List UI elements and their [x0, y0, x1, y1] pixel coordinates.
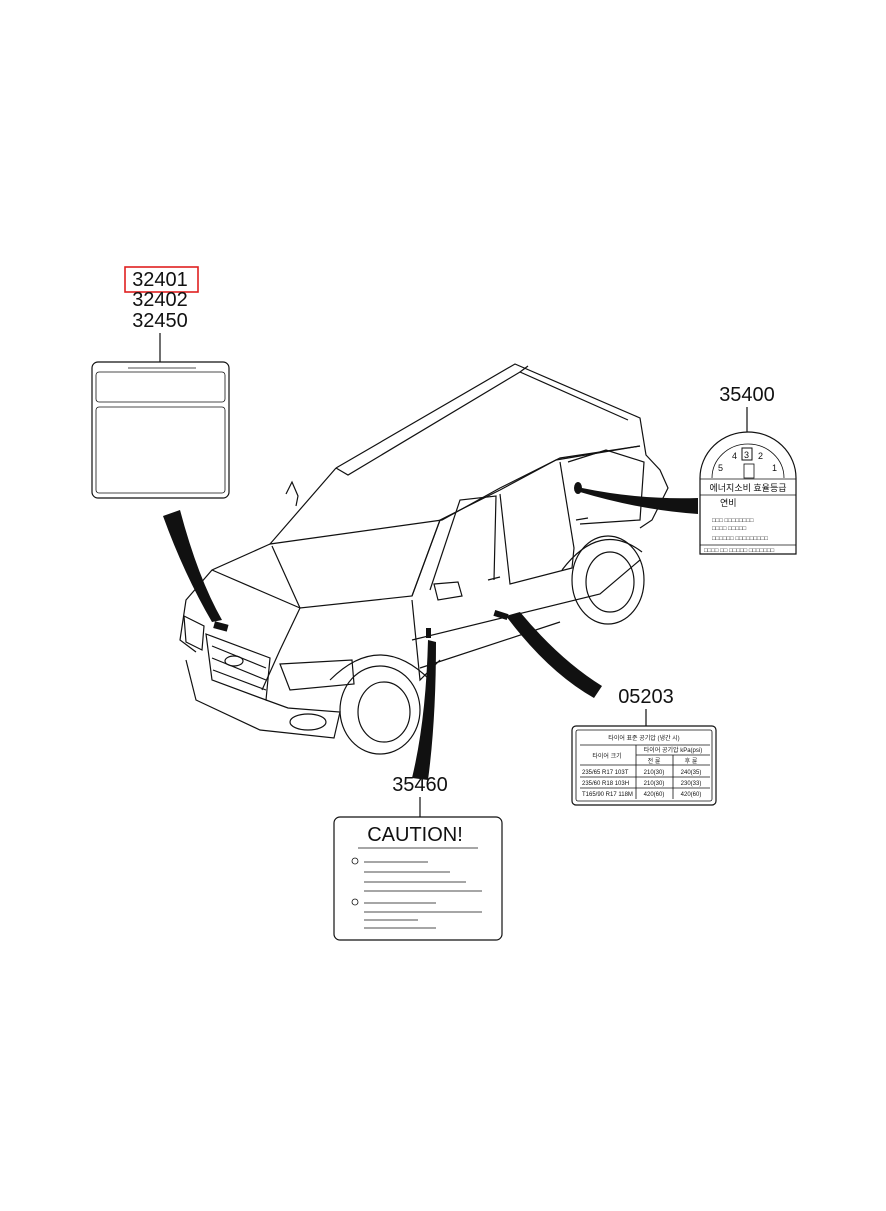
door-label-marker [493, 609, 509, 621]
tire-col-rear: 후 륜 [685, 757, 698, 765]
hood-label-marker [213, 621, 229, 632]
tire-col-front: 전 륜 [648, 757, 661, 765]
tire-label-title: 타이어 표준 공기압 (냉간 시) [608, 734, 679, 742]
tire-row-1-front: 210(30) [644, 770, 665, 776]
selected-part-highlight [124, 266, 199, 293]
part-number-32401[interactable]: 32401 [132, 269, 188, 291]
part-number-35400[interactable]: 35400 [719, 384, 775, 406]
pointer-tire-label [506, 612, 602, 698]
grade-5: 5 [718, 463, 723, 473]
emission-label[interactable] [91, 361, 230, 499]
svg-text:□□□ □□□□□□□□: □□□ □□□□□□□□ [712, 518, 754, 524]
tire-row-1-size: 235/65 R17 103T [582, 770, 629, 776]
pillar-label-marker [426, 628, 431, 638]
tire-row-1-rear: 240(35) [681, 770, 702, 776]
pointer-fuel-label [580, 488, 698, 514]
pointer-hood [163, 510, 222, 622]
part-number-32450[interactable]: 32450 [132, 310, 188, 332]
svg-text:□□□□ □□ □□□□□ □□□□□□□: □□□□ □□ □□□□□ □□□□□□□ [704, 548, 775, 554]
tire-row-3-front: 420(60) [644, 792, 665, 798]
grade-2: 2 [758, 451, 763, 461]
grade-1: 1 [772, 463, 777, 473]
svg-text:□□□□□□ □□□□□□□□□: □□□□□□ □□□□□□□□□ [712, 536, 768, 542]
svg-text:□□□□ □□□□□: □□□□ □□□□□ [712, 526, 747, 532]
pointer-caution-label [412, 640, 436, 780]
grade-4: 4 [732, 451, 737, 461]
fuel-label-row: 연비 [720, 498, 737, 508]
tire-row-2-size: 235/60 R18 103H [582, 781, 629, 787]
tire-col-size: 타이어 크기 [592, 752, 621, 760]
fuel-economy-label[interactable]: 5 4 3 2 1 에너지소비 효율등급 연비 □□□ □□□□□□□□ □□□… [699, 431, 797, 555]
fuel-door-marker [574, 482, 582, 494]
fuel-label-heading: 에너지소비 효율등급 [709, 483, 786, 493]
tire-row-3-size: T165/90 R17 118M [582, 792, 633, 798]
part-number-32402[interactable]: 32402 [132, 289, 188, 311]
tire-pressure-label[interactable]: 타이어 표준 공기압 (냉간 시) 타이어 크기 타이어 공기압 kPa(psi… [571, 725, 717, 806]
tire-col-pressure: 타이어 공기압 kPa(psi) [644, 746, 702, 754]
vehicle-illustration [179, 363, 669, 755]
caution-title: CAUTION! [367, 824, 463, 846]
tire-row-2-rear: 230(33) [681, 781, 702, 787]
tire-row-2-front: 210(30) [644, 781, 665, 787]
part-number-05203[interactable]: 05203 [618, 686, 674, 708]
tire-row-3-rear: 420(60) [681, 792, 702, 798]
part-number-35460[interactable]: 35460 [392, 774, 448, 796]
grade-3-selected: 3 [744, 450, 749, 460]
caution-label[interactable]: CAUTION! [333, 816, 503, 941]
